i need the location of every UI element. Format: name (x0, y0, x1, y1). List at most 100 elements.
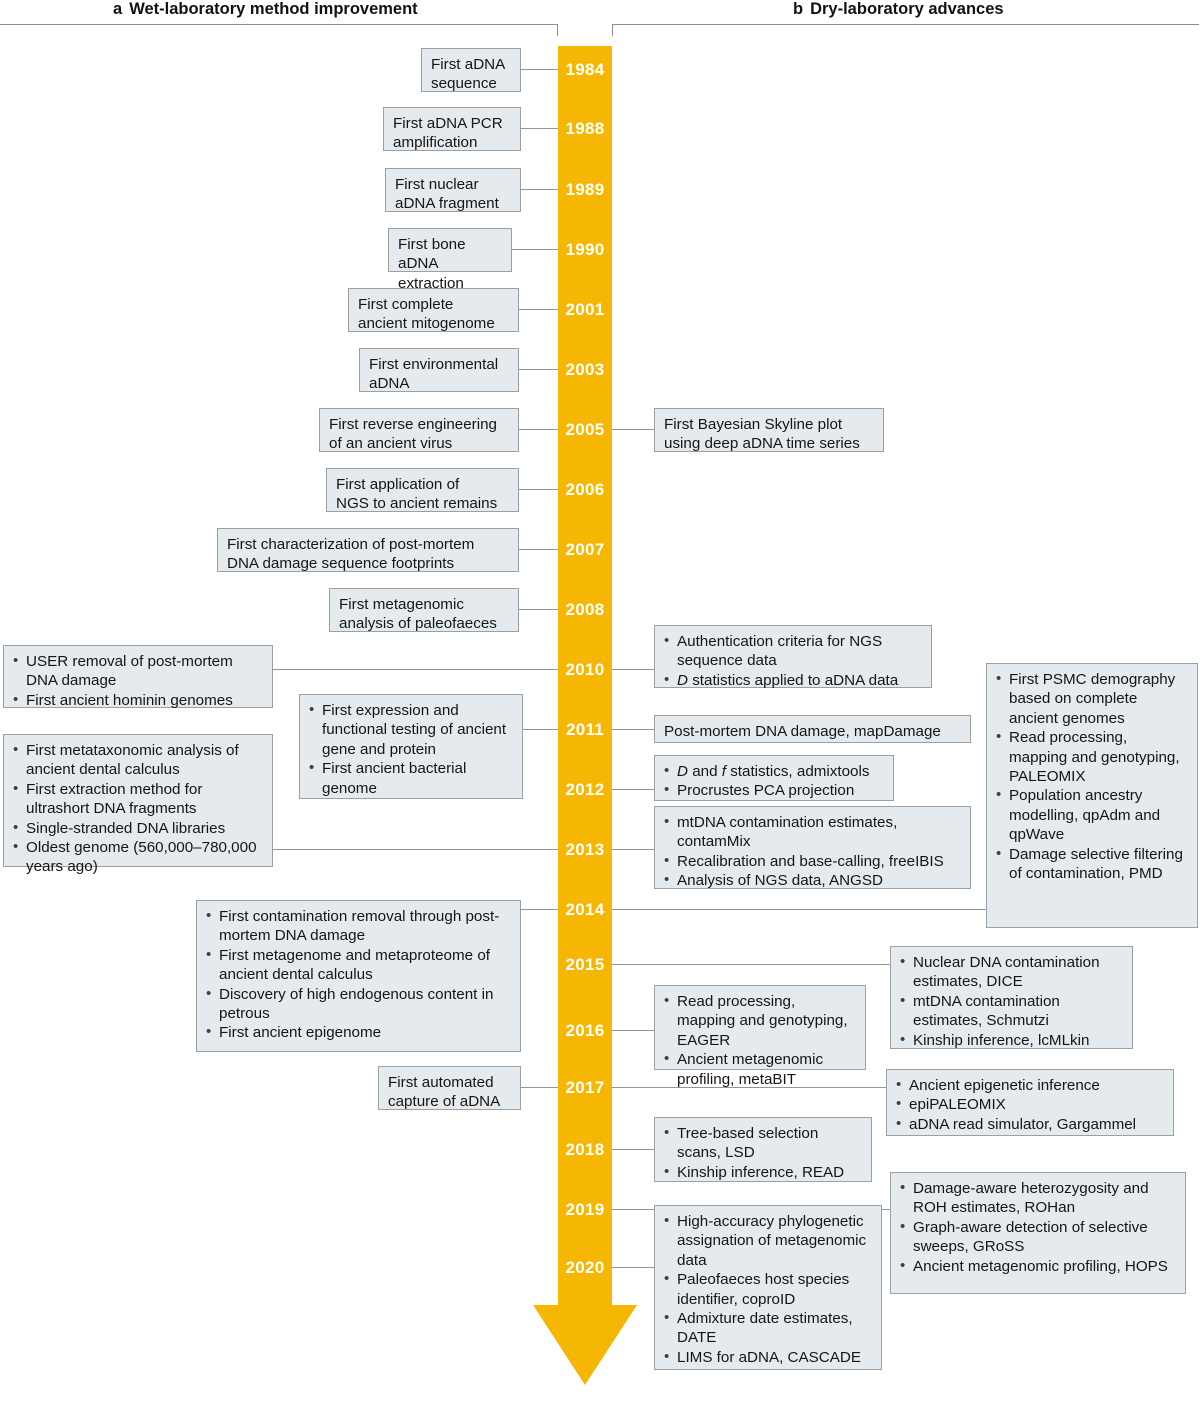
year-2007: 2007 (565, 540, 605, 559)
wet-event-2011[interactable]: First expression and functional testing … (299, 694, 523, 799)
connector-wet-2005 (519, 429, 558, 431)
year-2005: 2005 (565, 420, 605, 439)
wet-2005-line-2: of an ancient virus (329, 435, 453, 453)
dry-event-2016[interactable]: Read processing, mapping and genotyping,… (654, 985, 866, 1088)
list-item: Authentication criteria for NGS sequence… (664, 631, 922, 671)
list-item: First metagenome and metaproteome of anc… (206, 945, 511, 985)
wet-2007-line-2: DNA damage sequence footprints (227, 555, 455, 573)
panel-b-letter: b (793, 0, 804, 18)
dry-event-2011[interactable]: Post-mortem DNA damage, mapDamage (654, 715, 971, 743)
dry-2018-list: Tree-based selection scans, LSD Kinship … (664, 1123, 862, 1182)
year-1984: 1984 (565, 60, 605, 79)
wet-event-1984[interactable]: First aDNA sequence (421, 48, 521, 92)
wet-event-1989[interactable]: First nuclear aDNA fragment (385, 168, 521, 212)
dry-2012-list: D and f statistics, admixtools Procruste… (664, 761, 884, 801)
list-item: First metataxonomic analysis of ancient … (13, 740, 263, 780)
connector-dry-2015-far (612, 964, 890, 966)
year-1988: 1988 (565, 119, 605, 138)
wet-event-2005[interactable]: First reverse engineering of an ancient … (319, 408, 519, 452)
list-item: D and f statistics, admixtools (664, 761, 884, 781)
dry-2016-list: Read processing, mapping and genotyping,… (664, 991, 856, 1089)
list-item: First ancient hominin genomes (13, 690, 263, 710)
list-item: High-accuracy phylogenetic assignation o… (664, 1211, 872, 1270)
wet-2006-line-2: NGS to ancient remains (336, 495, 498, 513)
list-item: First PSMC demography based on complete … (996, 669, 1188, 728)
dry-event-2005[interactable]: First Bayesian Skyline plot using deep a… (654, 408, 884, 452)
list-item: Read processing, mapping and genotyping,… (996, 727, 1188, 786)
connector-wet-2014 (521, 909, 558, 911)
dry-2013-list: mtDNA contamination estimates, contamMix… (664, 812, 961, 891)
connector-wet-2003 (519, 369, 558, 371)
dry-2005-line-1: First Bayesian Skyline plot (664, 416, 843, 433)
wet-event-2008[interactable]: First metagenomic analysis of paleofaece… (329, 588, 519, 632)
list-item: First expression and functional testing … (309, 700, 513, 759)
list-item: D statistics applied to aDNA data (664, 670, 922, 690)
list-item: Read processing, mapping and genotyping,… (664, 991, 856, 1050)
panel-a-bracket (0, 24, 558, 36)
list-item: First extraction method for ultrashort D… (13, 779, 263, 819)
connector-dry-2012 (612, 789, 654, 791)
connector-wet-1989 (520, 189, 558, 191)
wet-event-2001[interactable]: First complete ancient mitogenome (348, 288, 519, 332)
wet-2001-line-2: ancient mitogenome (358, 315, 495, 333)
wet-event-1990[interactable]: First bone aDNA extraction (388, 228, 512, 292)
connector-dry-2016 (612, 1030, 654, 1032)
list-item: Population ancestry modelling, qpAdm and… (996, 785, 1188, 844)
wet-1990-line-2: extraction (398, 274, 464, 292)
wet-1984-line-1: First aDNA (431, 56, 506, 73)
connector-wet-2013 (272, 849, 558, 851)
wet-2003-line-2: aDNA (369, 375, 410, 393)
list-item: LIMS for aDNA, CASCADE (664, 1347, 872, 1367)
wet-1990-line-1: First bone aDNA (398, 236, 466, 273)
wet-1988-line-1: First aDNA PCR (393, 115, 503, 132)
connector-dry-2013 (612, 849, 654, 851)
wet-2011-list: First expression and functional testing … (309, 700, 513, 798)
wet-2007-line-1: First characterization of post-mortem (227, 536, 475, 553)
wet-2014-list: First contamination removal through post… (206, 906, 511, 1043)
list-item: USER removal of post-mortem DNA damage (13, 651, 263, 691)
list-item: First ancient epigenome (206, 1022, 511, 1042)
connector-wet-2017 (521, 1087, 558, 1089)
year-2014: 2014 (565, 900, 605, 919)
dry-event-2019-far[interactable]: Damage-aware heterozygosity and ROH esti… (890, 1172, 1186, 1294)
connector-dry-2014-far (612, 909, 986, 911)
wet-event-1988[interactable]: First aDNA PCR amplification (383, 107, 521, 151)
year-2016: 2016 (565, 1021, 605, 1040)
dry-event-2020[interactable]: High-accuracy phylogenetic assignation o… (654, 1205, 882, 1370)
dry-event-2011-2014-far[interactable]: First PSMC demography based on complete … (986, 663, 1198, 928)
dry-event-2018[interactable]: Tree-based selection scans, LSD Kinship … (654, 1117, 872, 1182)
dry-event-2017-far[interactable]: Ancient epigenetic inference epiPALEOMIX… (886, 1069, 1174, 1136)
dry-event-2013[interactable]: mtDNA contamination estimates, contamMix… (654, 806, 971, 891)
year-2001: 2001 (565, 300, 605, 319)
panel-b-bracket (612, 24, 1199, 36)
dry-event-2010[interactable]: Authentication criteria for NGS sequence… (654, 625, 932, 690)
connector-wet-1990 (512, 249, 558, 251)
list-item: Damage selective filtering of contaminat… (996, 844, 1188, 884)
year-2003: 2003 (565, 360, 605, 379)
wet-event-2014[interactable]: First contamination removal through post… (196, 900, 521, 1052)
list-item: Ancient metagenomic profiling, metaBIT (664, 1049, 856, 1089)
wet-2013-list: First metataxonomic analysis of ancient … (13, 740, 263, 877)
wet-event-2017[interactable]: First automated capture of aDNA (378, 1066, 521, 1110)
list-item: Single-stranded DNA libraries (13, 818, 263, 838)
dry-event-2015-far[interactable]: Nuclear DNA contamination estimates, DIC… (890, 946, 1133, 1049)
wet-event-2013[interactable]: First metataxonomic analysis of ancient … (3, 734, 273, 875)
dry-2020-list: High-accuracy phylogenetic assignation o… (664, 1211, 872, 1367)
wet-2001-line-1: First complete (358, 296, 454, 313)
wet-2008-line-2: analysis of paleofaeces (339, 615, 497, 633)
timeline-bar (558, 46, 612, 1305)
list-item: Nuclear DNA contamination estimates, DIC… (900, 952, 1123, 992)
list-item: Ancient epigenetic inference (896, 1075, 1164, 1095)
connector-wet-2006 (519, 489, 558, 491)
year-2013: 2013 (565, 840, 605, 859)
wet-event-2006[interactable]: First application of NGS to ancient rema… (326, 468, 519, 512)
connector-dry-2020 (612, 1267, 654, 1269)
list-item: First contamination removal through post… (206, 906, 511, 946)
wet-event-2003[interactable]: First environmental aDNA (359, 348, 519, 392)
dry-event-2012[interactable]: D and f statistics, admixtools Procruste… (654, 755, 894, 801)
connector-dry-2018 (612, 1149, 654, 1151)
wet-event-2010[interactable]: USER removal of post-mortem DNA damage F… (3, 645, 273, 710)
wet-event-2007[interactable]: First characterization of post-mortem DN… (217, 528, 519, 572)
list-item: aDNA read simulator, Gargammel (896, 1114, 1164, 1134)
